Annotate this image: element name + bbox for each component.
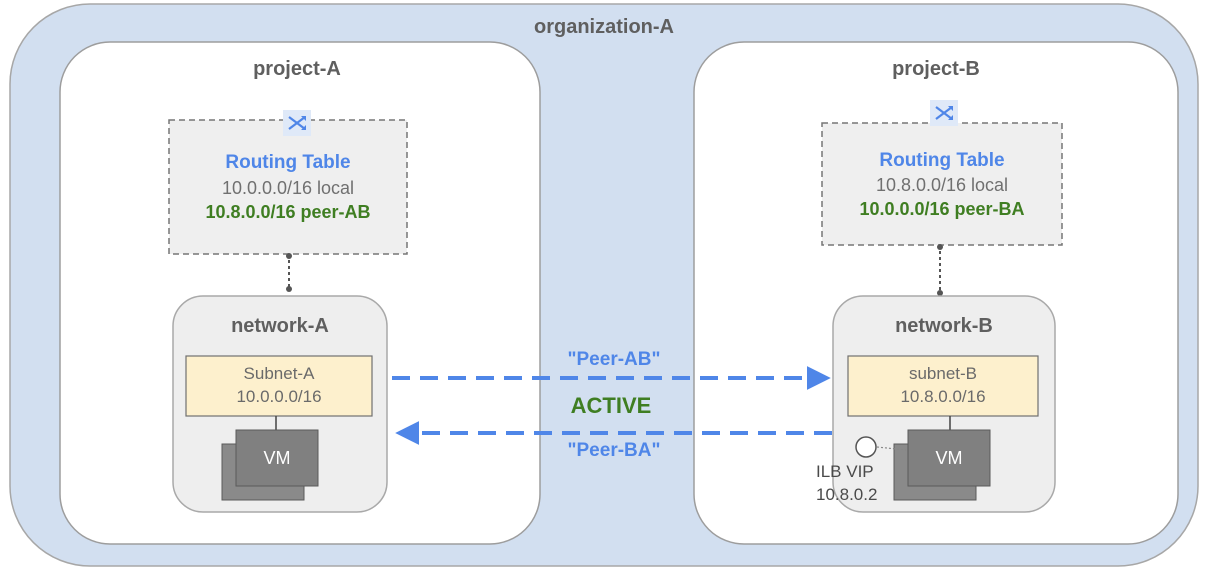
vm-a-label: VM xyxy=(263,448,291,468)
subnet-a-box xyxy=(185,355,373,417)
vm-b-box xyxy=(907,429,991,487)
routing-connector-b-dot xyxy=(937,290,943,296)
routing-table-b-box xyxy=(821,122,1063,246)
vm-a-box xyxy=(235,429,319,487)
subnet-a-name: Subnet-A xyxy=(243,364,315,383)
project-a-title: project-A xyxy=(253,58,341,80)
routing-connector-a-dot xyxy=(286,253,292,259)
routing-connector-a-dot xyxy=(286,286,292,292)
subnet-b-cidr: 10.8.0.0/16 xyxy=(900,387,986,406)
peering-status: ACTIVE xyxy=(570,393,652,418)
subnet-b-name: subnet-B xyxy=(908,364,978,383)
shuffle-icon xyxy=(283,110,311,136)
routing-table-a-peer-route: 10.8.0.0/16 peer-AB xyxy=(205,202,371,222)
subnet-a-cidr: 10.0.0.0/16 xyxy=(236,387,322,406)
vm-b-label: VM xyxy=(935,448,963,468)
routing-table-a-local-route: 10.0.0.0/16 local xyxy=(221,178,355,198)
routing-connector-b-dot xyxy=(937,244,943,250)
routing-table-a-title: Routing Table xyxy=(225,152,351,173)
routing-table-b-title: Routing Table xyxy=(879,150,1005,171)
peer-ba-label: "Peer-BA" xyxy=(567,440,661,461)
ilb-vip-ip: 10.8.0.2 xyxy=(816,485,878,504)
network-b-title: network-B xyxy=(895,315,993,337)
network-a-title: network-A xyxy=(231,315,329,337)
ilb-vip-icon xyxy=(855,436,907,458)
routing-table-b-local-route: 10.8.0.0/16 local xyxy=(875,175,1009,195)
shuffle-icon xyxy=(930,100,958,126)
project-b-title: project-B xyxy=(892,58,980,80)
ilb-vip-label: ILB VIP xyxy=(816,462,874,481)
subnet-b-box xyxy=(847,355,1039,417)
organization-title: organization-A xyxy=(534,16,674,38)
peer-ab-label: "Peer-AB" xyxy=(567,349,661,370)
routing-table-b-peer-route: 10.0.0.0/16 peer-BA xyxy=(859,199,1025,219)
